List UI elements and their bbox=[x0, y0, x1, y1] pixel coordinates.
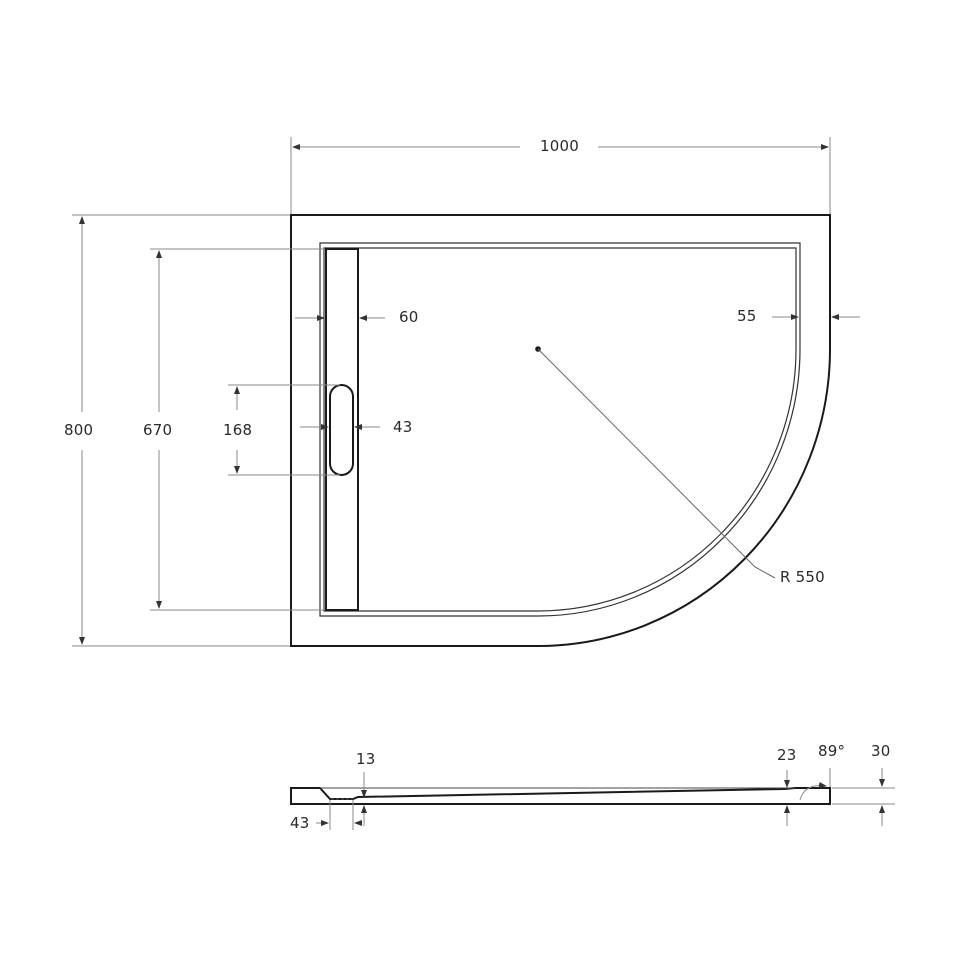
drain-slot bbox=[329, 384, 354, 476]
radius-leader bbox=[537, 348, 776, 579]
plan-view bbox=[290, 214, 831, 647]
dim-overall-width: 1000 bbox=[540, 137, 579, 155]
dim-slot-width: 43 bbox=[393, 418, 413, 436]
tray-inner-rim-outer bbox=[319, 242, 801, 617]
dim-overall-depth: 800 bbox=[64, 421, 94, 439]
dim-slot-length: 168 bbox=[223, 421, 253, 439]
dim-edge-angle: 89° bbox=[818, 742, 846, 760]
dim-drain-channel-width: 60 bbox=[399, 308, 419, 326]
dim-base-height: 23 bbox=[777, 746, 797, 764]
section-view bbox=[290, 787, 831, 805]
dim-total-height: 30 bbox=[871, 742, 891, 760]
dim-drain-offset: 43 bbox=[290, 814, 310, 832]
plan-dimensions bbox=[72, 137, 860, 647]
dim-radius: R 550 bbox=[780, 568, 825, 586]
tray-inner-rim-inner bbox=[323, 247, 797, 612]
dim-step-height: 13 bbox=[356, 750, 376, 768]
dim-rim-width: 55 bbox=[737, 307, 757, 325]
section-outline bbox=[290, 787, 831, 805]
dim-inner-depth: 670 bbox=[143, 421, 173, 439]
tray-outer-outline bbox=[290, 214, 831, 647]
section-dimensions bbox=[316, 768, 895, 830]
